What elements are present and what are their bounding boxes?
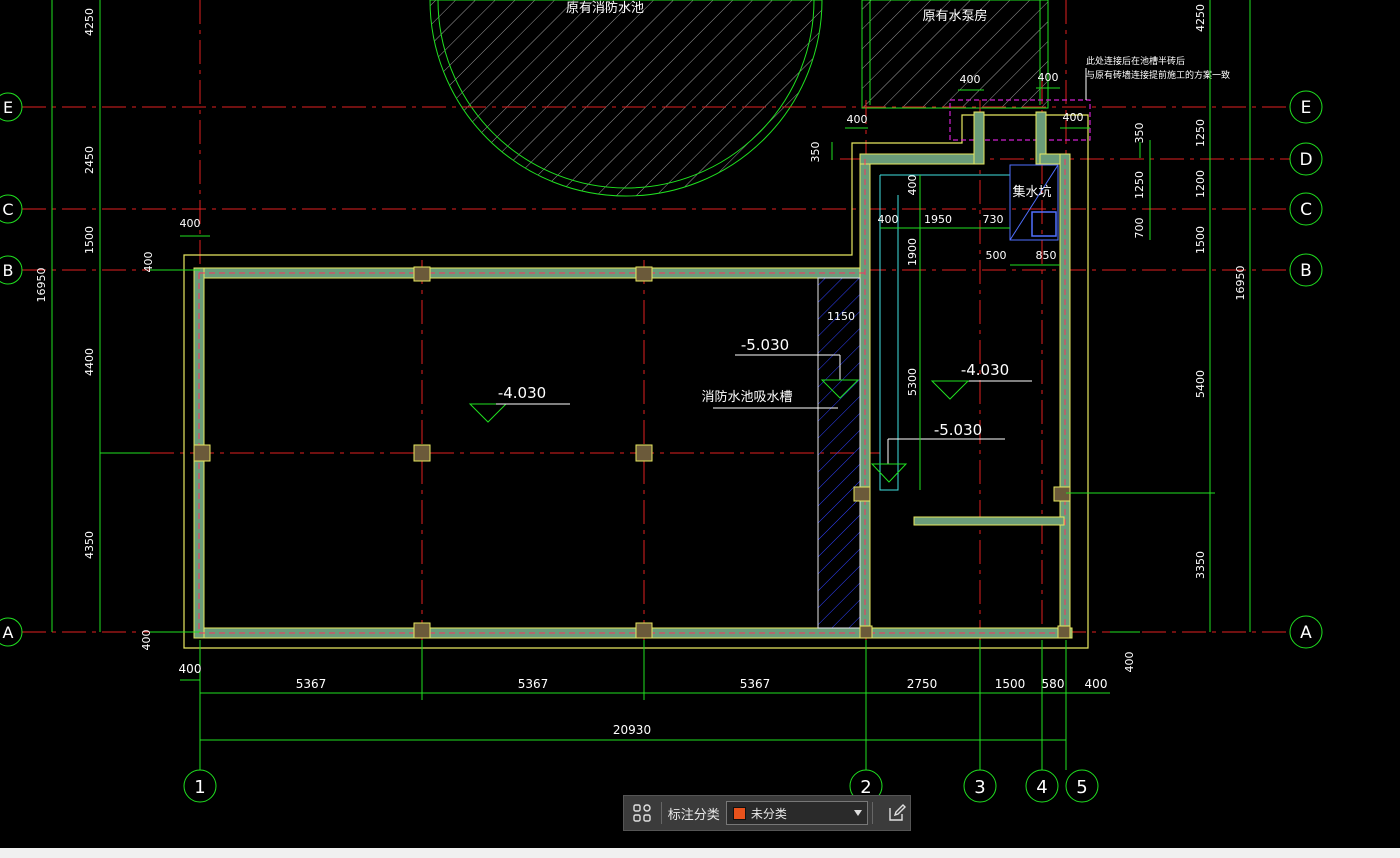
dim-pit-850: 850 bbox=[1036, 249, 1057, 262]
dim-left-4350: 4350 bbox=[83, 531, 96, 559]
elevation-trench: -5.030 bbox=[735, 336, 860, 399]
dim-pit-1950: 1950 bbox=[924, 213, 952, 226]
axis-bubbles-right bbox=[1289, 90, 1323, 649]
dim-bottom-total: 20930 bbox=[613, 723, 651, 737]
dim-bottom-3: 5367 bbox=[740, 677, 771, 691]
dim-left-1500: 1500 bbox=[83, 226, 96, 254]
dim-trench-1150: 1150 bbox=[827, 310, 855, 323]
suction-trench-label: 消防水池吸水槽 bbox=[701, 389, 838, 409]
dim-pit-500: 500 bbox=[986, 249, 1007, 262]
toolbar-divider-2 bbox=[872, 802, 874, 824]
connection-zone-box bbox=[949, 99, 1091, 141]
elevation-right-room: -4.030 bbox=[930, 361, 1032, 400]
dim-right-offset-a: 400 bbox=[1123, 652, 1136, 673]
dim-pit-730: 730 bbox=[983, 213, 1004, 226]
svg-text:消防水池吸水槽: 消防水池吸水槽 bbox=[701, 389, 792, 405]
dim-right-total: 16950 bbox=[1234, 266, 1247, 301]
axis-label-e-right: E bbox=[1301, 98, 1312, 118]
svg-text:-5.030: -5.030 bbox=[741, 336, 789, 354]
dim-right-3350: 3350 bbox=[1194, 551, 1207, 579]
dim-right-700: 700 bbox=[1133, 218, 1146, 239]
dim-left-total: 16950 bbox=[35, 268, 48, 303]
dim-left-2450: 2450 bbox=[83, 146, 96, 174]
axis-label-3: 3 bbox=[974, 777, 985, 798]
dim-pit-1900: 1900 bbox=[906, 238, 919, 266]
dim-bottom-4: 2750 bbox=[907, 677, 938, 691]
building-outline bbox=[183, 114, 1089, 649]
status-strip bbox=[0, 848, 1400, 858]
axis-label-e-left: E bbox=[3, 98, 13, 117]
dim-bottom-7: 400 bbox=[1085, 677, 1108, 691]
axis-label-b-right: B bbox=[1300, 261, 1312, 281]
axis-label-c-left: C bbox=[2, 200, 13, 219]
dim-bottom-6: 580 bbox=[1042, 677, 1065, 691]
dim-left-4250: 4250 bbox=[83, 8, 96, 36]
dim-pit-400-v: 400 bbox=[906, 175, 919, 196]
axis-label-d-right: D bbox=[1299, 150, 1312, 170]
dim-pit-5300: 5300 bbox=[906, 368, 919, 396]
dim-right-1250: 1250 bbox=[1194, 119, 1207, 147]
dim-top-400-b: 400 bbox=[1038, 71, 1059, 84]
existing-fire-pool: 原有消防水池 bbox=[429, 0, 823, 197]
toolbar-divider bbox=[660, 802, 662, 824]
dim-top-400-a: 400 bbox=[960, 73, 981, 86]
axis-label-b-left: B bbox=[3, 261, 14, 280]
category-color-swatch bbox=[732, 806, 746, 820]
axis-label-a-right: A bbox=[1300, 623, 1312, 643]
annotation-toolbar: 标注分类 未分类 bbox=[623, 795, 911, 831]
svg-text:-4.030: -4.030 bbox=[961, 361, 1009, 379]
elevation-right-low: -5.030 bbox=[870, 421, 1005, 483]
dim-bottom-1: 5367 bbox=[296, 677, 327, 691]
axis-label-a-left: A bbox=[3, 623, 14, 642]
dim-left-offset-a: 400 bbox=[140, 630, 153, 651]
suction-trench-area bbox=[817, 277, 861, 629]
elevation-main: -4.030 bbox=[468, 384, 570, 423]
chevron-down-icon bbox=[854, 810, 863, 816]
dim-pit-400-h: 400 bbox=[878, 213, 899, 226]
axis-label-4: 4 bbox=[1036, 777, 1047, 798]
axis-label-5: 5 bbox=[1076, 777, 1087, 798]
dim-top-350: 350 bbox=[809, 142, 822, 163]
dim-left-offset-b-top: 400 bbox=[180, 217, 201, 230]
svg-text:-5.030: -5.030 bbox=[934, 421, 982, 439]
axis-label-1: 1 bbox=[194, 777, 205, 798]
annotation-category-select[interactable]: 未分类 bbox=[725, 801, 869, 825]
wall-centerlines bbox=[198, 159, 1066, 634]
dim-right-1250b: 1250 bbox=[1133, 171, 1146, 199]
dimension-lines bbox=[51, 0, 1251, 770]
dim-top-400-d: 400 bbox=[1063, 111, 1084, 124]
grid-apps-icon[interactable] bbox=[628, 798, 657, 828]
svg-text:-4.030: -4.030 bbox=[498, 384, 546, 402]
existing-pump-house: 原有水泵房 bbox=[861, 0, 1049, 109]
dim-right-4250: 4250 bbox=[1194, 4, 1207, 32]
connection-note-line2: 与原有砖墙连接提前施工的方案一致 bbox=[1086, 69, 1230, 81]
dim-top-400-c: 400 bbox=[847, 113, 868, 126]
category-select-value: 未分类 bbox=[750, 806, 787, 821]
connection-note-line1: 此处连接后在池槽半砖后 bbox=[1086, 55, 1185, 67]
axis-label-2: 2 bbox=[860, 777, 871, 798]
dim-right-5400: 5400 bbox=[1194, 370, 1207, 398]
axis-label-c-right: C bbox=[1300, 200, 1312, 220]
edit-icon[interactable] bbox=[883, 799, 910, 827]
annotation-category-label: 标注分类 bbox=[667, 807, 720, 823]
sump-pit: 集水坑 bbox=[879, 164, 1059, 491]
dim-left-offset-b: 400 bbox=[142, 252, 155, 273]
fire-pool-label: 原有消防水池 bbox=[566, 0, 644, 16]
dim-left-4400: 4400 bbox=[83, 348, 96, 376]
columns bbox=[193, 266, 1071, 639]
dim-right-350: 350 bbox=[1133, 123, 1146, 144]
pump-house-label: 原有水泵房 bbox=[922, 8, 987, 24]
dim-bottom-2: 5367 bbox=[518, 677, 549, 691]
dim-bottom-left-offset: 400 bbox=[179, 662, 202, 676]
dim-bottom-5: 1500 bbox=[995, 677, 1026, 691]
dim-right-1200: 1200 bbox=[1194, 170, 1207, 198]
dim-right-1500: 1500 bbox=[1194, 226, 1207, 254]
axis-bubbles-left bbox=[0, 92, 23, 647]
sump-pit-label: 集水坑 bbox=[1012, 184, 1051, 200]
